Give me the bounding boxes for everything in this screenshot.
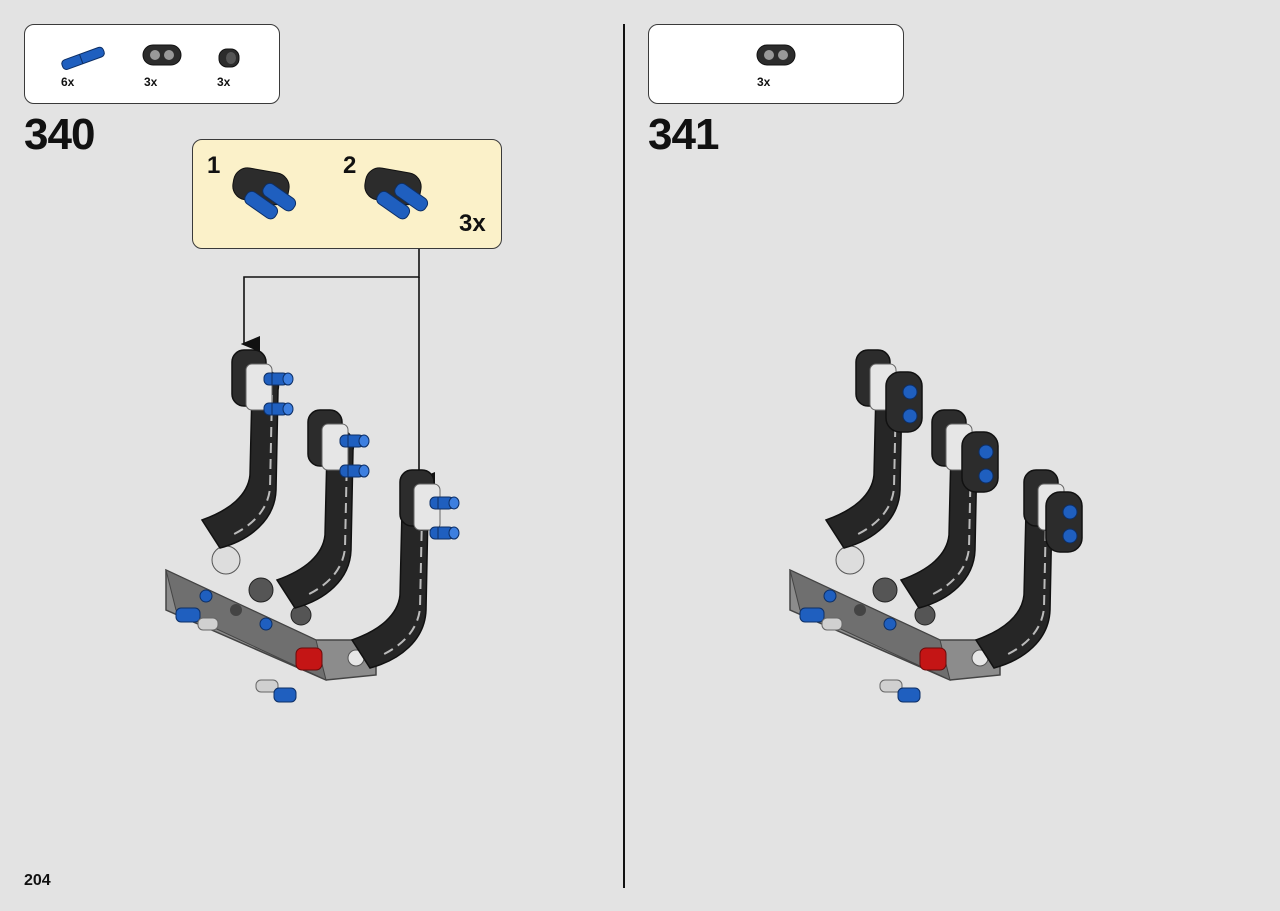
- page-number: 204: [24, 872, 51, 889]
- subassembly-callout: 1 2 3x: [192, 139, 502, 249]
- page-divider: [623, 24, 625, 888]
- assembly-illustration-340: [165, 349, 460, 703]
- substep-label-1: 1: [207, 152, 221, 179]
- part-qty-label: 3x: [757, 75, 771, 89]
- parts-list-box-340: 6x 3x 3x: [24, 24, 280, 104]
- step-number-341: 341: [648, 110, 719, 159]
- black-double-connector-icon: [756, 44, 796, 66]
- step-number-340: 340: [24, 110, 95, 159]
- part-qty-label: 3x: [217, 75, 231, 89]
- subassembly-stage-1-icon: [232, 167, 297, 220]
- assembly-illustration-341: [789, 349, 1083, 703]
- part-qty-label: 6x: [61, 75, 75, 89]
- black-double-connector-icon: [142, 44, 182, 66]
- parts-list-box-341: 3x: [648, 24, 904, 104]
- part-qty-label: 3x: [144, 75, 158, 89]
- blue-axle-pin-icon: [61, 46, 105, 70]
- substep-label-2: 2: [343, 152, 357, 179]
- black-bush-icon: [218, 48, 240, 68]
- subassembly-stage-2-icon: [364, 167, 429, 220]
- subassembly-multiplier: 3x: [459, 210, 486, 237]
